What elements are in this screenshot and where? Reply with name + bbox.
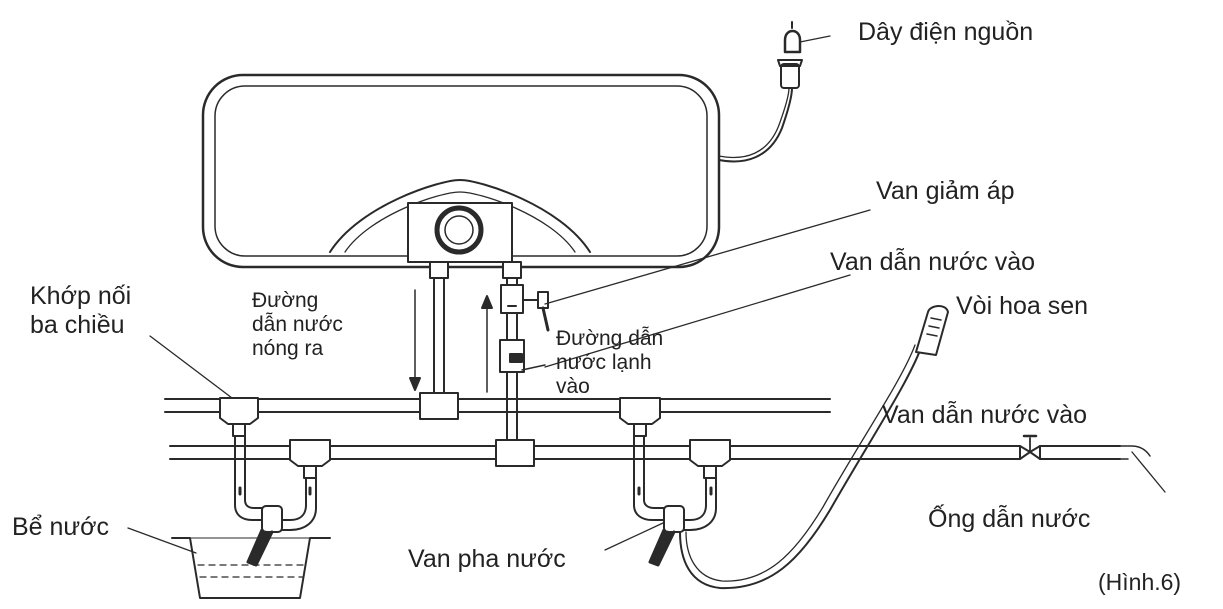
right-ferrule-dots <box>637 486 713 496</box>
label-cold-inlet: Đường dẫn nước lạnh vào <box>556 327 663 399</box>
down-arrow-icon <box>409 289 421 391</box>
label-hot-outlet: Đường dẫn nước nóng ra <box>252 289 343 361</box>
tee-joint-left-hot <box>219 397 259 437</box>
label-pressure-relief-valve: Van giảm áp <box>876 177 1015 205</box>
label-mixing-valve: Van pha nước <box>408 545 566 573</box>
up-arrow-icon <box>481 295 493 393</box>
label-inlet-valve-top: Van dẫn nước vào <box>830 248 1036 276</box>
label-tee-joint: Khớp nối ba chiều <box>30 282 131 340</box>
pressure-relief-valve-icon <box>500 284 550 332</box>
main-inlet-valve-icon <box>1019 434 1041 460</box>
label-hot-outlet-line-2: dẫn nước <box>252 313 343 336</box>
hot-water-pipe <box>164 398 831 413</box>
inlet-valve-icon <box>499 339 546 373</box>
label-power-cord: Dây điện nguồn <box>858 18 1034 46</box>
label-cold-inlet-line-2: nước lạnh <box>556 351 652 374</box>
label-hot-outlet-line-1: Đường <box>252 289 319 312</box>
label-water-tank: Bể nước <box>12 513 110 541</box>
label-water-pipe: Ống dẫn nước <box>928 505 1091 533</box>
tee-joint-right-cold <box>689 439 731 479</box>
figure-caption: (Hình.6) <box>1098 569 1182 595</box>
thermostat-control-box <box>407 202 513 263</box>
left-mixing-pipes <box>234 435 317 567</box>
left-ferrule-dots <box>238 486 312 496</box>
label-tee-joint-line-2: ba chiều <box>30 311 125 339</box>
leader-lines <box>127 209 871 554</box>
label-tee-joint-line-1: Khớp nối <box>30 282 132 310</box>
right-mixing-pipes <box>633 435 717 567</box>
power-cord <box>718 87 793 163</box>
label-cold-inlet-line-1: Đường dẫn <box>556 327 664 350</box>
water-supply-pipe-end <box>1119 445 1166 493</box>
water-basin <box>171 537 331 599</box>
tee-joint-left-cold <box>289 439 331 479</box>
tee-joint-right-hot <box>619 397 661 437</box>
plug-icon <box>777 21 831 89</box>
label-hot-outlet-line-3: nóng ra <box>252 337 324 360</box>
label-cold-inlet-line-3: vào <box>556 375 590 398</box>
hot-outlet-pipe <box>419 261 459 420</box>
label-inlet-valve-right: Van dẫn nước vào <box>882 401 1088 429</box>
label-shower-head: Vòi hoa sen <box>956 292 1089 320</box>
shower-head-icon <box>915 305 949 356</box>
shower-hose <box>679 344 923 590</box>
